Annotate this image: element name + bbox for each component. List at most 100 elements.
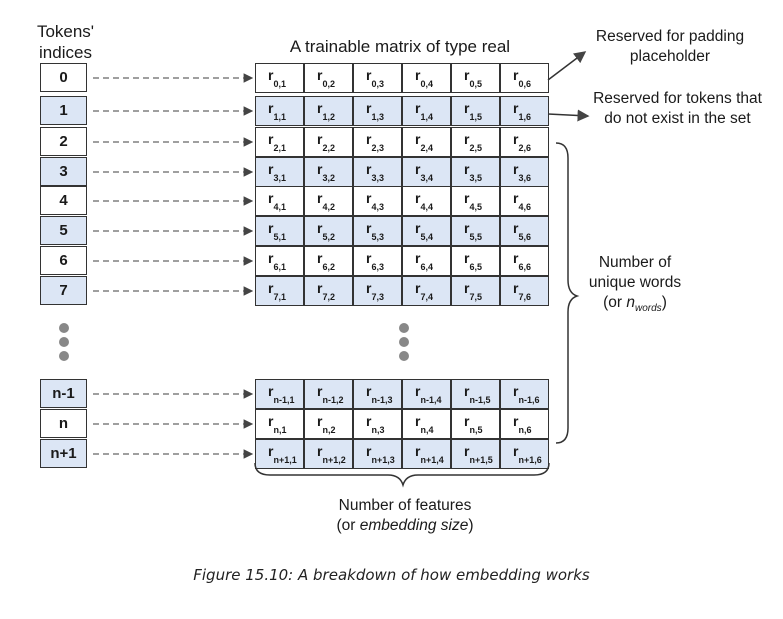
matrix-cell: r1,2: [304, 96, 353, 126]
matrix-cell-label: r4,4: [415, 190, 433, 212]
matrix-cell-label: r2,5: [464, 131, 482, 153]
unique-words-brace: [555, 142, 580, 444]
unique-words-line1: Number of: [598, 254, 672, 271]
matrix-cell-subscript: 1,4: [420, 111, 433, 122]
matrix-cell-label: r7,4: [415, 280, 433, 302]
matrix-cell: rn,6: [500, 409, 549, 439]
matrix-cell: r6,3: [353, 246, 402, 276]
matrix-cell: r4,5: [451, 186, 500, 216]
matrix-cell-label: r5,6: [513, 220, 531, 242]
matrix-cell-subscript: 6,2: [322, 261, 335, 272]
matrix-cell-label: rn-1,4: [415, 383, 441, 405]
matrix-cell: rn,3: [353, 409, 402, 439]
matrix-cell-base: r: [366, 280, 372, 296]
matrix-cell-label: rn,2: [317, 413, 336, 435]
matrix-cell-base: r: [464, 161, 470, 177]
ellipsis-dot-left-2: [59, 337, 69, 347]
matrix-cell-label: rn,4: [415, 413, 433, 435]
matrix-cell: r7,1: [255, 276, 304, 306]
token-index-8: n-1: [40, 379, 87, 408]
matrix-cell: r3,5: [451, 157, 500, 187]
matrix-cell-label: r1,5: [464, 100, 482, 122]
matrix-cell-label: r6,1: [268, 250, 286, 272]
matrix-cell-label: r7,2: [317, 280, 335, 302]
matrix-cell-base: r: [415, 190, 421, 206]
matrix-cell-subscript: 7,1: [273, 291, 286, 302]
matrix-cell-subscript: 7,4: [420, 291, 433, 302]
matrix-cell-base: r: [317, 250, 323, 266]
matrix-cell-base: r: [317, 67, 323, 83]
matrix-cell-subscript: 4,2: [322, 201, 335, 212]
matrix-cell-label: r4,3: [366, 190, 384, 212]
matrix-cell-subscript: 6,5: [469, 261, 482, 272]
matrix-cell: r2,5: [451, 127, 500, 157]
matrix-cell-base: r: [317, 220, 323, 236]
token-index-0: 0: [40, 63, 87, 92]
matrix-cell-label: rn,3: [366, 413, 384, 435]
matrix-cell-base: r: [317, 443, 323, 459]
unique-words-sub: words: [635, 303, 662, 315]
matrix-cell-label: r7,5: [464, 280, 482, 302]
matrix-cell-base: r: [464, 280, 470, 296]
matrix-cell-subscript: 3,4: [420, 172, 433, 183]
matrix-cell-label: r6,6: [513, 250, 531, 272]
matrix-cell-subscript: 4,4: [420, 201, 433, 212]
matrix-cell: rn+1,3: [353, 439, 402, 469]
matrix-cell-subscript: 7,6: [518, 291, 531, 302]
matrix-cell: rn,1: [255, 409, 304, 439]
matrix-cell: r0,1: [255, 63, 304, 93]
matrix-cell: r1,1: [255, 96, 304, 126]
matrix-cell-label: rn+1,4: [415, 443, 444, 465]
matrix-cell-subscript: 0,5: [469, 78, 482, 89]
matrix-cell-label: rn+1,6: [513, 443, 542, 465]
matrix-cell-label: r0,6: [513, 67, 531, 89]
matrix-cell-label: r2,1: [268, 131, 286, 153]
matrix-cell: r4,6: [500, 186, 549, 216]
matrix-cell-label: r5,2: [317, 220, 335, 242]
matrix-cell: rn+1,4: [402, 439, 451, 469]
matrix-cell: r0,6: [500, 63, 549, 93]
matrix-cell-base: r: [513, 250, 519, 266]
matrix-cell-base: r: [464, 131, 470, 147]
matrix-cell-base: r: [317, 131, 323, 147]
features-note: Number of features (or embedding size): [300, 496, 510, 536]
matrix-cell: rn,4: [402, 409, 451, 439]
matrix-cell: rn,5: [451, 409, 500, 439]
matrix-cell: r6,4: [402, 246, 451, 276]
matrix-cell-subscript: n,2: [322, 424, 336, 435]
matrix-cell-base: r: [366, 190, 372, 206]
matrix-cell-label: r2,6: [513, 131, 531, 153]
matrix-cell-base: r: [268, 413, 274, 429]
matrix-cell: r5,4: [402, 216, 451, 246]
features-prefix: (or: [336, 517, 360, 534]
matrix-cell-subscript: n+1,5: [469, 454, 493, 465]
matrix-cell: r4,2: [304, 186, 353, 216]
matrix-cell-base: r: [415, 100, 421, 116]
matrix-cell: r0,3: [353, 63, 402, 93]
matrix-cell-subscript: 7,5: [469, 291, 482, 302]
unique-words-prefix: (or: [603, 294, 627, 311]
matrix-cell-base: r: [366, 100, 372, 116]
matrix-cell-label: r6,5: [464, 250, 482, 272]
matrix-cell-subscript: 1,1: [273, 111, 286, 122]
matrix-cell-subscript: 6,4: [420, 261, 433, 272]
matrix-cell: r0,5: [451, 63, 500, 93]
matrix-cell-base: r: [268, 250, 274, 266]
matrix-cell-subscript: n,6: [518, 424, 532, 435]
matrix-cell-subscript: n-1,1: [273, 394, 295, 405]
matrix-cell-subscript: 1,3: [371, 111, 384, 122]
matrix-cell-base: r: [366, 67, 372, 83]
matrix-cell-label: rn,5: [464, 413, 482, 435]
matrix-cell-base: r: [268, 131, 274, 147]
matrix-cell-base: r: [513, 131, 519, 147]
matrix-cell-subscript: 5,5: [469, 231, 482, 242]
matrix-cell-base: r: [366, 220, 372, 236]
token-index-5: 5: [40, 216, 87, 245]
matrix-cell-base: r: [366, 443, 372, 459]
matrix-cell-subscript: 2,1: [273, 142, 286, 153]
matrix-cell: r3,6: [500, 157, 549, 187]
unique-words-line3: (or nwords): [580, 293, 690, 319]
matrix-cell-subscript: n-1,5: [469, 394, 491, 405]
matrix-cell: r1,6: [500, 96, 549, 126]
matrix-cell: r4,4: [402, 186, 451, 216]
